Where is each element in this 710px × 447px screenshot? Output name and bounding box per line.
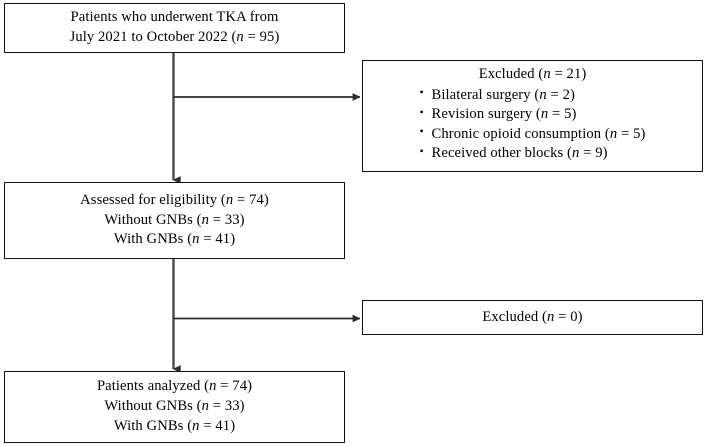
reason-n-symbol: n (572, 145, 580, 162)
enrolled-line-1: Patients who underwent TKA from (70, 9, 279, 26)
reason-n-symbol: n (540, 106, 549, 123)
assessed-line-3: With GNBs (n = 41) (114, 230, 235, 250)
reason-label: Received other blocks ( (431, 145, 573, 162)
reason-value: = 5) (548, 106, 577, 123)
excluded-first-heading-suffix: = 21) (550, 66, 587, 82)
node-assessed-for-eligibility: Assessed for eligibility (n = 74) Withou… (4, 182, 345, 259)
enrolled-line-2-suffix: = 95) (243, 29, 280, 45)
enrolled-line-2: July 2021 to October 2022 (n = 95) (70, 28, 280, 48)
analyzed-line-3-prefix: With GNBs ( (113, 417, 193, 434)
assessed-line-3-n-symbol: n (192, 231, 200, 248)
list-item: Bilateral surgery (n = 2) (420, 85, 646, 105)
reason-label: Revision surgery ( (431, 106, 541, 123)
excluded-second-heading-prefix: Excluded ( (482, 308, 548, 325)
reason-label: Bilateral surgery ( (431, 86, 540, 103)
node-excluded-second: Excluded (n = 0) (362, 300, 703, 335)
analyzed-line-1-suffix: = 74) (216, 378, 253, 395)
reason-n-symbol: n (609, 125, 618, 142)
assessed-line-1-suffix: = 74) (233, 191, 269, 208)
assessed-line-2-suffix: = 33) (209, 211, 245, 228)
analyzed-line-3-suffix: = 41) (199, 417, 236, 434)
node-enrolled: Patients who underwent TKA from July 202… (4, 3, 345, 53)
reason-value: = 9) (579, 145, 608, 162)
node-patients-analyzed: Patients analyzed (n = 74) Without GNBs … (4, 371, 345, 443)
reason-value: = 2) (546, 86, 575, 103)
list-item: Received other blocks (n = 9) (420, 144, 646, 163)
enrolled-line-2-prefix: July 2021 to October 2022 ( (69, 29, 237, 45)
analyzed-line-2-n-symbol: n (201, 398, 210, 415)
excluded-first-heading: Excluded (n = 21) (479, 65, 587, 85)
reason-label: Chronic opioid consumption ( (431, 125, 610, 142)
enrolled-line-2-n-symbol: n (236, 29, 244, 45)
assessed-line-1-prefix: Assessed for eligibility ( (80, 191, 226, 208)
excluded-second-heading: Excluded (n = 0) (482, 308, 582, 328)
assessed-line-3-prefix: With GNBs ( (113, 231, 193, 248)
list-item: Chronic opioid consumption (n = 5) (420, 124, 646, 144)
excluded-first-heading-n-symbol: n (543, 66, 551, 82)
analyzed-line-1: Patients analyzed (n = 74) (97, 377, 252, 397)
assessed-line-2-n-symbol: n (201, 211, 210, 228)
assessed-line-3-suffix: = 41) (199, 231, 236, 248)
excluded-second-heading-n-symbol: n (547, 308, 555, 325)
excluded-second-heading-suffix: = 0) (554, 308, 583, 325)
analyzed-line-3: With GNBs (n = 41) (114, 417, 235, 437)
analyzed-line-3-n-symbol: n (192, 417, 200, 434)
reason-n-symbol: n (539, 86, 547, 103)
analyzed-line-2-prefix: Without GNBs ( (104, 398, 202, 415)
assessed-line-1: Assessed for eligibility (n = 74) (80, 191, 269, 211)
assessed-line-2: Without GNBs (n = 33) (104, 211, 244, 231)
analyzed-line-2-suffix: = 33) (209, 398, 245, 415)
excluded-first-heading-prefix: Excluded ( (478, 66, 544, 82)
analyzed-line-2: Without GNBs (n = 33) (104, 397, 244, 417)
analyzed-line-1-prefix: Patients analyzed ( (96, 378, 210, 395)
excluded-first-reason-list: Bilateral surgery (n = 2) Revision surge… (420, 85, 646, 164)
list-item: Revision surgery (n = 5) (420, 105, 646, 124)
assessed-line-1-n-symbol: n (225, 191, 234, 208)
reason-value: = 5) (617, 125, 646, 142)
analyzed-line-1-n-symbol: n (209, 378, 217, 395)
node-excluded-first: Excluded (n = 21) Bilateral surgery (n =… (362, 60, 703, 172)
assessed-line-2-prefix: Without GNBs ( (104, 211, 202, 228)
